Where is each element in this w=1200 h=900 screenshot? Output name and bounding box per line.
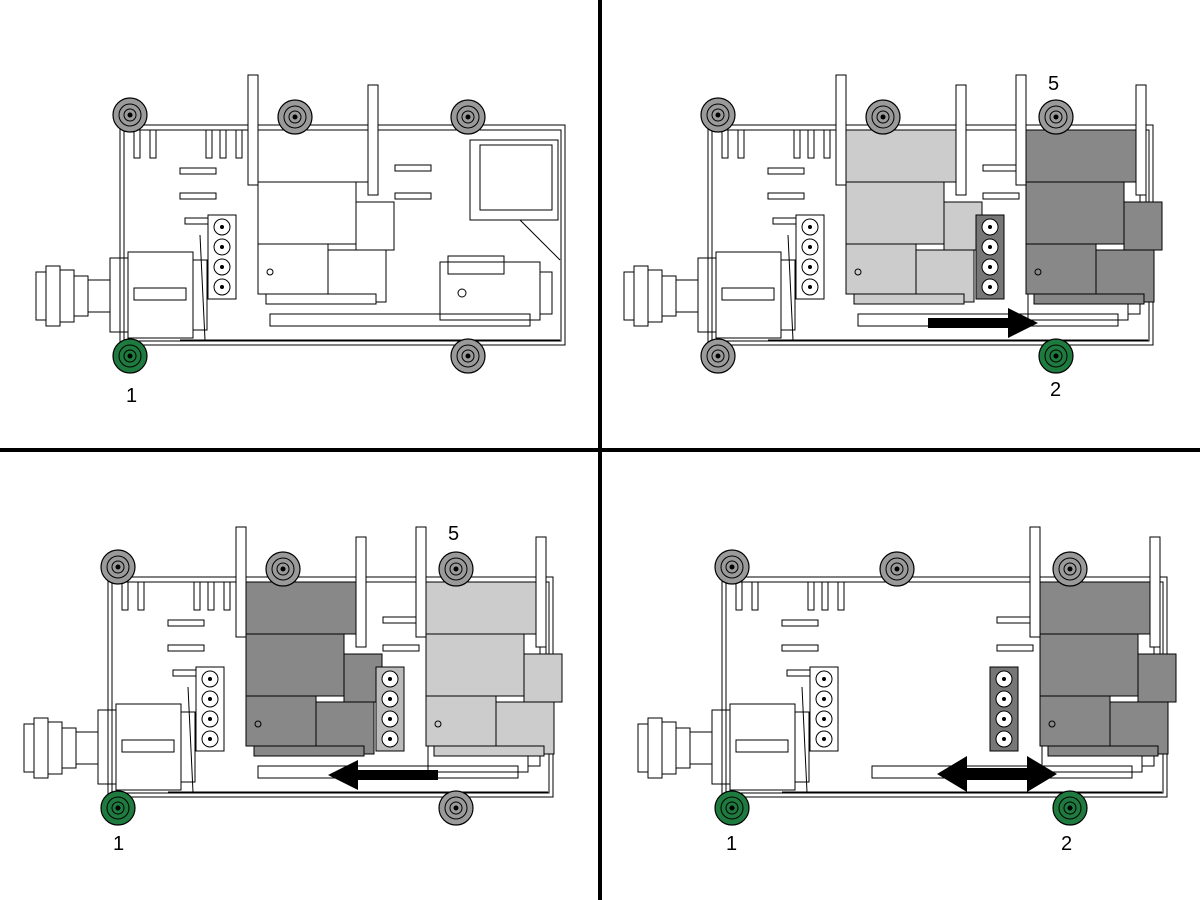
carriage-right (415, 526, 563, 757)
wheel-front-left (112, 338, 148, 374)
wheel-rear-left (700, 97, 736, 133)
panel-top-right-drawing (623, 74, 1163, 374)
gear-block (795, 214, 825, 300)
panel-bottom-right: 1 2 (602, 452, 1200, 900)
wheel-rear-right (1038, 99, 1074, 135)
panel-bottom-right-drawing (637, 526, 1177, 826)
wheel-rear-right (1052, 551, 1088, 587)
wheel-rear-middle (277, 99, 313, 135)
panel-bottom-left: 5 1 (0, 452, 598, 900)
spindle-drive (623, 251, 796, 339)
gear-block (809, 666, 839, 752)
wheel-front-left (700, 338, 736, 374)
wheel-front-left (100, 790, 136, 826)
wheel-front-right (450, 338, 486, 374)
callout-wheel-front-left: 1 (726, 833, 738, 855)
wheel-front-right (1038, 338, 1074, 374)
wheel-rear-left (100, 549, 136, 585)
panel-top-left-drawing (35, 74, 566, 374)
wheel-rear-right (438, 551, 474, 587)
slide-unit (269, 255, 553, 327)
carriage-right (1029, 526, 1177, 757)
wheel-rear-middle (865, 99, 901, 135)
carriage-right (1015, 74, 1163, 305)
wheel-rear-middle (879, 551, 915, 587)
arrow-left-icon (328, 760, 438, 790)
carriage-left (235, 526, 383, 757)
callout-wheel-rear-right: 5 (448, 523, 460, 545)
spindle-drive (637, 703, 810, 791)
machine-assembly (35, 74, 566, 374)
panel-top-left: 1 (0, 0, 598, 448)
callout-wheel-front-left: 1 (126, 385, 138, 407)
horizontal-divider (0, 448, 1200, 452)
wheel-front-right (438, 790, 474, 826)
panel-bottom-left-drawing (23, 526, 563, 826)
wheel-rear-middle (265, 551, 301, 587)
double-arrow-icon (937, 756, 1057, 792)
gear-block (975, 214, 1005, 300)
machine-assembly (23, 526, 563, 826)
machine-frame (119, 124, 566, 346)
carriage-left (247, 74, 395, 305)
machine-assembly (623, 74, 1163, 374)
spindle-drive (23, 703, 196, 791)
callout-wheel-rear-right: 5 (1048, 73, 1060, 95)
callout-wheel-front-left: 1 (113, 833, 125, 855)
wheel-front-left (714, 790, 750, 826)
wheel-front-right (1052, 790, 1088, 826)
guide-rail (269, 313, 531, 327)
wheel-rear-left (112, 97, 148, 133)
callout-wheel-front-right: 2 (1061, 833, 1073, 855)
carriage-left (835, 74, 983, 305)
gear-block (989, 666, 1019, 752)
gear-block (195, 666, 225, 752)
machine-assembly (637, 526, 1177, 826)
frame-window (479, 144, 553, 211)
spindle-drive (35, 251, 208, 339)
wheel-rear-right (450, 99, 486, 135)
panel-top-right: 5 2 (602, 0, 1200, 448)
gear-block (375, 666, 405, 752)
callout-wheel-front-right: 2 (1050, 379, 1062, 401)
arrow-right-icon (928, 308, 1038, 338)
wheel-rear-left (714, 549, 750, 585)
gear-block (207, 214, 237, 300)
